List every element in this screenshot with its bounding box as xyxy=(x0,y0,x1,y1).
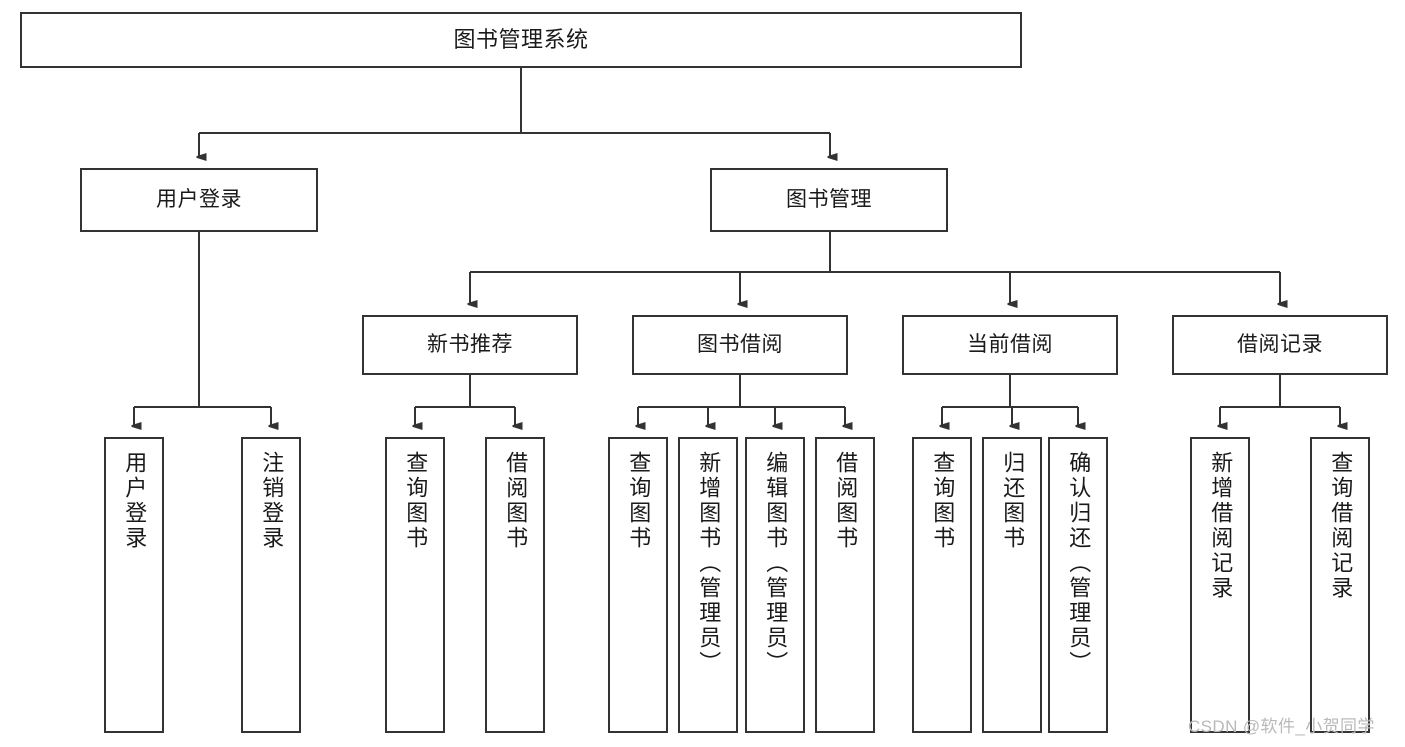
leaf-add-borrow-record[interactable]: 新增借阅记录 xyxy=(1190,437,1250,733)
root-node[interactable]: 图书管理系统 xyxy=(20,12,1022,68)
node-new-book-recommend-label: 新书推荐 xyxy=(427,332,513,356)
leaf-logout-login[interactable]: 注销登录 xyxy=(241,437,301,733)
leaf-borrow-book-recommend[interactable]: 借阅图书 xyxy=(485,437,545,733)
leaf-return-book-label: 归还图书 xyxy=(1000,451,1026,551)
leaf-logout-login-label: 注销登录 xyxy=(259,451,285,551)
leaf-query-borrow-record-label: 查询借阅记录 xyxy=(1328,451,1354,601)
leaf-add-borrow-record-label: 新增借阅记录 xyxy=(1208,451,1234,601)
leaf-query-book-recommend[interactable]: 查询图书 xyxy=(385,437,445,733)
leaf-confirm-return-admin-label: 确认归还（管理员） xyxy=(1066,451,1092,676)
leaf-user-login-label: 用户登录 xyxy=(122,451,148,551)
node-user-login[interactable]: 用户登录 xyxy=(80,168,318,232)
node-new-book-recommend[interactable]: 新书推荐 xyxy=(362,315,578,375)
node-book-management[interactable]: 图书管理 xyxy=(710,168,948,232)
node-current-borrow-label: 当前借阅 xyxy=(967,332,1053,356)
node-user-login-label: 用户登录 xyxy=(156,187,242,211)
node-borrow-record[interactable]: 借阅记录 xyxy=(1172,315,1388,375)
node-current-borrow[interactable]: 当前借阅 xyxy=(902,315,1118,375)
leaf-add-book-admin-label: 新增图书（管理员） xyxy=(696,451,722,676)
leaf-return-book[interactable]: 归还图书 xyxy=(982,437,1042,733)
node-book-management-label: 图书管理 xyxy=(786,187,872,211)
leaf-query-book-recommend-label: 查询图书 xyxy=(403,451,429,551)
leaf-query-borrow-record[interactable]: 查询借阅记录 xyxy=(1310,437,1370,733)
node-book-borrow-label: 图书借阅 xyxy=(697,332,783,356)
node-book-borrow[interactable]: 图书借阅 xyxy=(632,315,848,375)
csdn-watermark: CSDN @软件_小贺同学 xyxy=(1188,717,1375,736)
leaf-query-book-current-label: 查询图书 xyxy=(930,451,956,551)
leaf-user-login[interactable]: 用户登录 xyxy=(104,437,164,733)
leaf-confirm-return-admin[interactable]: 确认归还（管理员） xyxy=(1048,437,1108,733)
leaf-edit-book-admin[interactable]: 编辑图书（管理员） xyxy=(745,437,805,733)
leaf-edit-book-admin-label: 编辑图书（管理员） xyxy=(763,451,789,676)
root-node-label: 图书管理系统 xyxy=(453,27,589,53)
leaf-query-book-borrow-label: 查询图书 xyxy=(626,451,652,551)
leaf-borrow-book-recommend-label: 借阅图书 xyxy=(503,451,529,551)
leaf-borrow-book[interactable]: 借阅图书 xyxy=(815,437,875,733)
leaf-borrow-book-label: 借阅图书 xyxy=(833,451,859,551)
leaf-add-book-admin[interactable]: 新增图书（管理员） xyxy=(678,437,738,733)
leaf-query-book-borrow[interactable]: 查询图书 xyxy=(608,437,668,733)
node-borrow-record-label: 借阅记录 xyxy=(1237,332,1323,356)
leaf-query-book-current[interactable]: 查询图书 xyxy=(912,437,972,733)
